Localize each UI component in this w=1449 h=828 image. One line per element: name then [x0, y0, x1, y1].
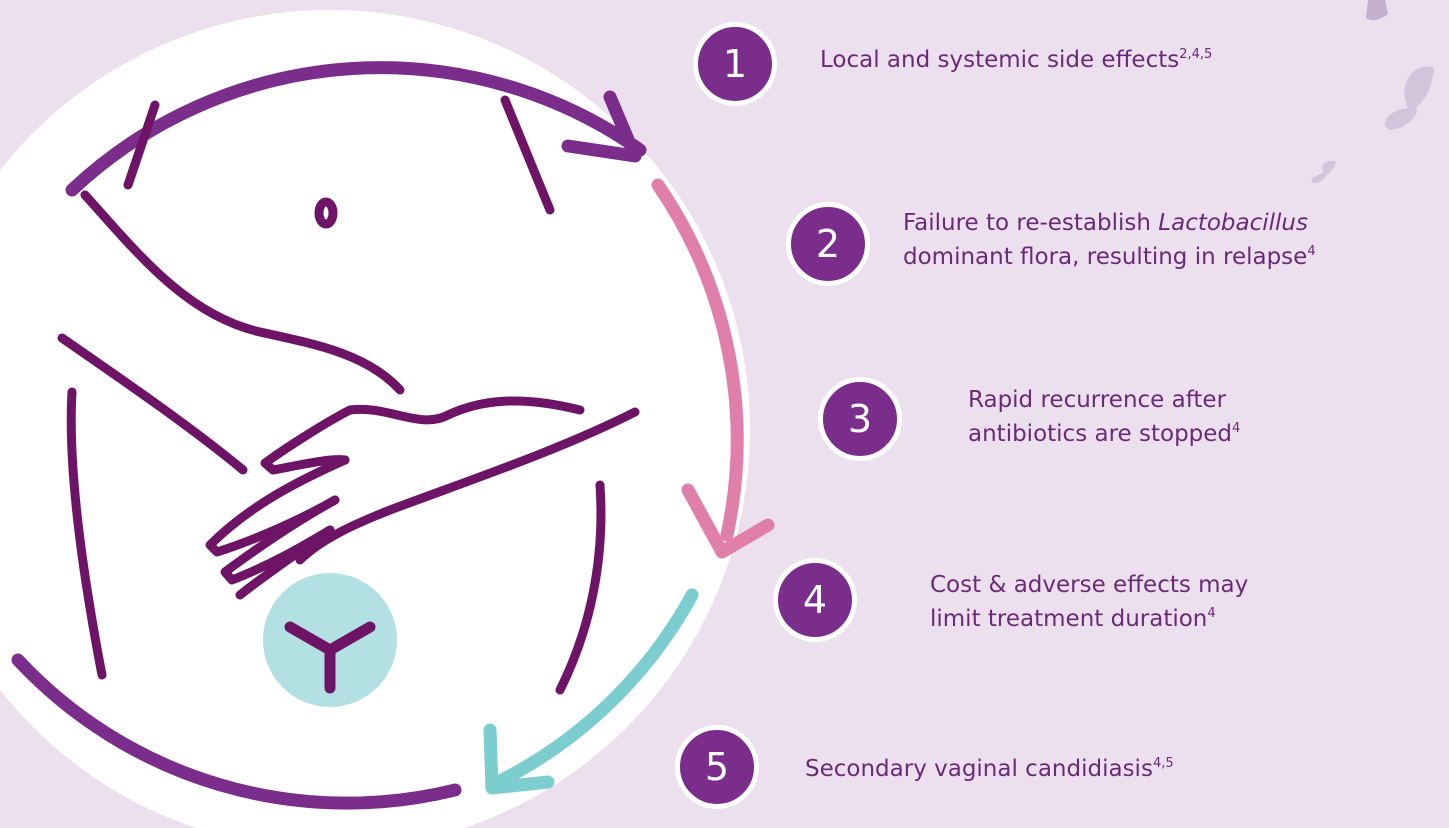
step-text-5: Secondary vaginal candidiasis4,5 [805, 752, 1174, 786]
step-text-1: Local and systemic side effects2,4,5 [820, 43, 1212, 77]
step-text-3-line-2: antibiotics are stopped4 [968, 417, 1240, 451]
step-text-2-line-2: dominant flora, resulting in relapse4 [903, 240, 1316, 274]
step-text-4: Cost & adverse effects may limit treatme… [930, 568, 1248, 636]
step-badge-3: 3 [818, 377, 902, 461]
step-text-3-line-1: Rapid recurrence after [968, 383, 1240, 417]
step-badge-2: 2 [786, 202, 870, 286]
step-text-4-line-1: Cost & adverse effects may [930, 568, 1248, 602]
body-circle [0, 10, 750, 828]
butterfly-icon [1366, 0, 1388, 20]
step-badge-4: 4 [773, 558, 857, 642]
step-badge-1: 1 [693, 22, 777, 106]
step-text-4-line-2: limit treatment duration4 [930, 602, 1248, 636]
butterfly-icon [1312, 161, 1336, 183]
step-badge-5: 5 [675, 725, 759, 809]
butterfly-icon [1385, 66, 1434, 130]
step-text-2-line-1: Failure to re-establish Lactobacillus [903, 206, 1316, 240]
step-text-3: Rapid recurrence after antibiotics are s… [968, 383, 1240, 451]
step-text-2: Failure to re-establish Lactobacillus do… [903, 206, 1316, 274]
